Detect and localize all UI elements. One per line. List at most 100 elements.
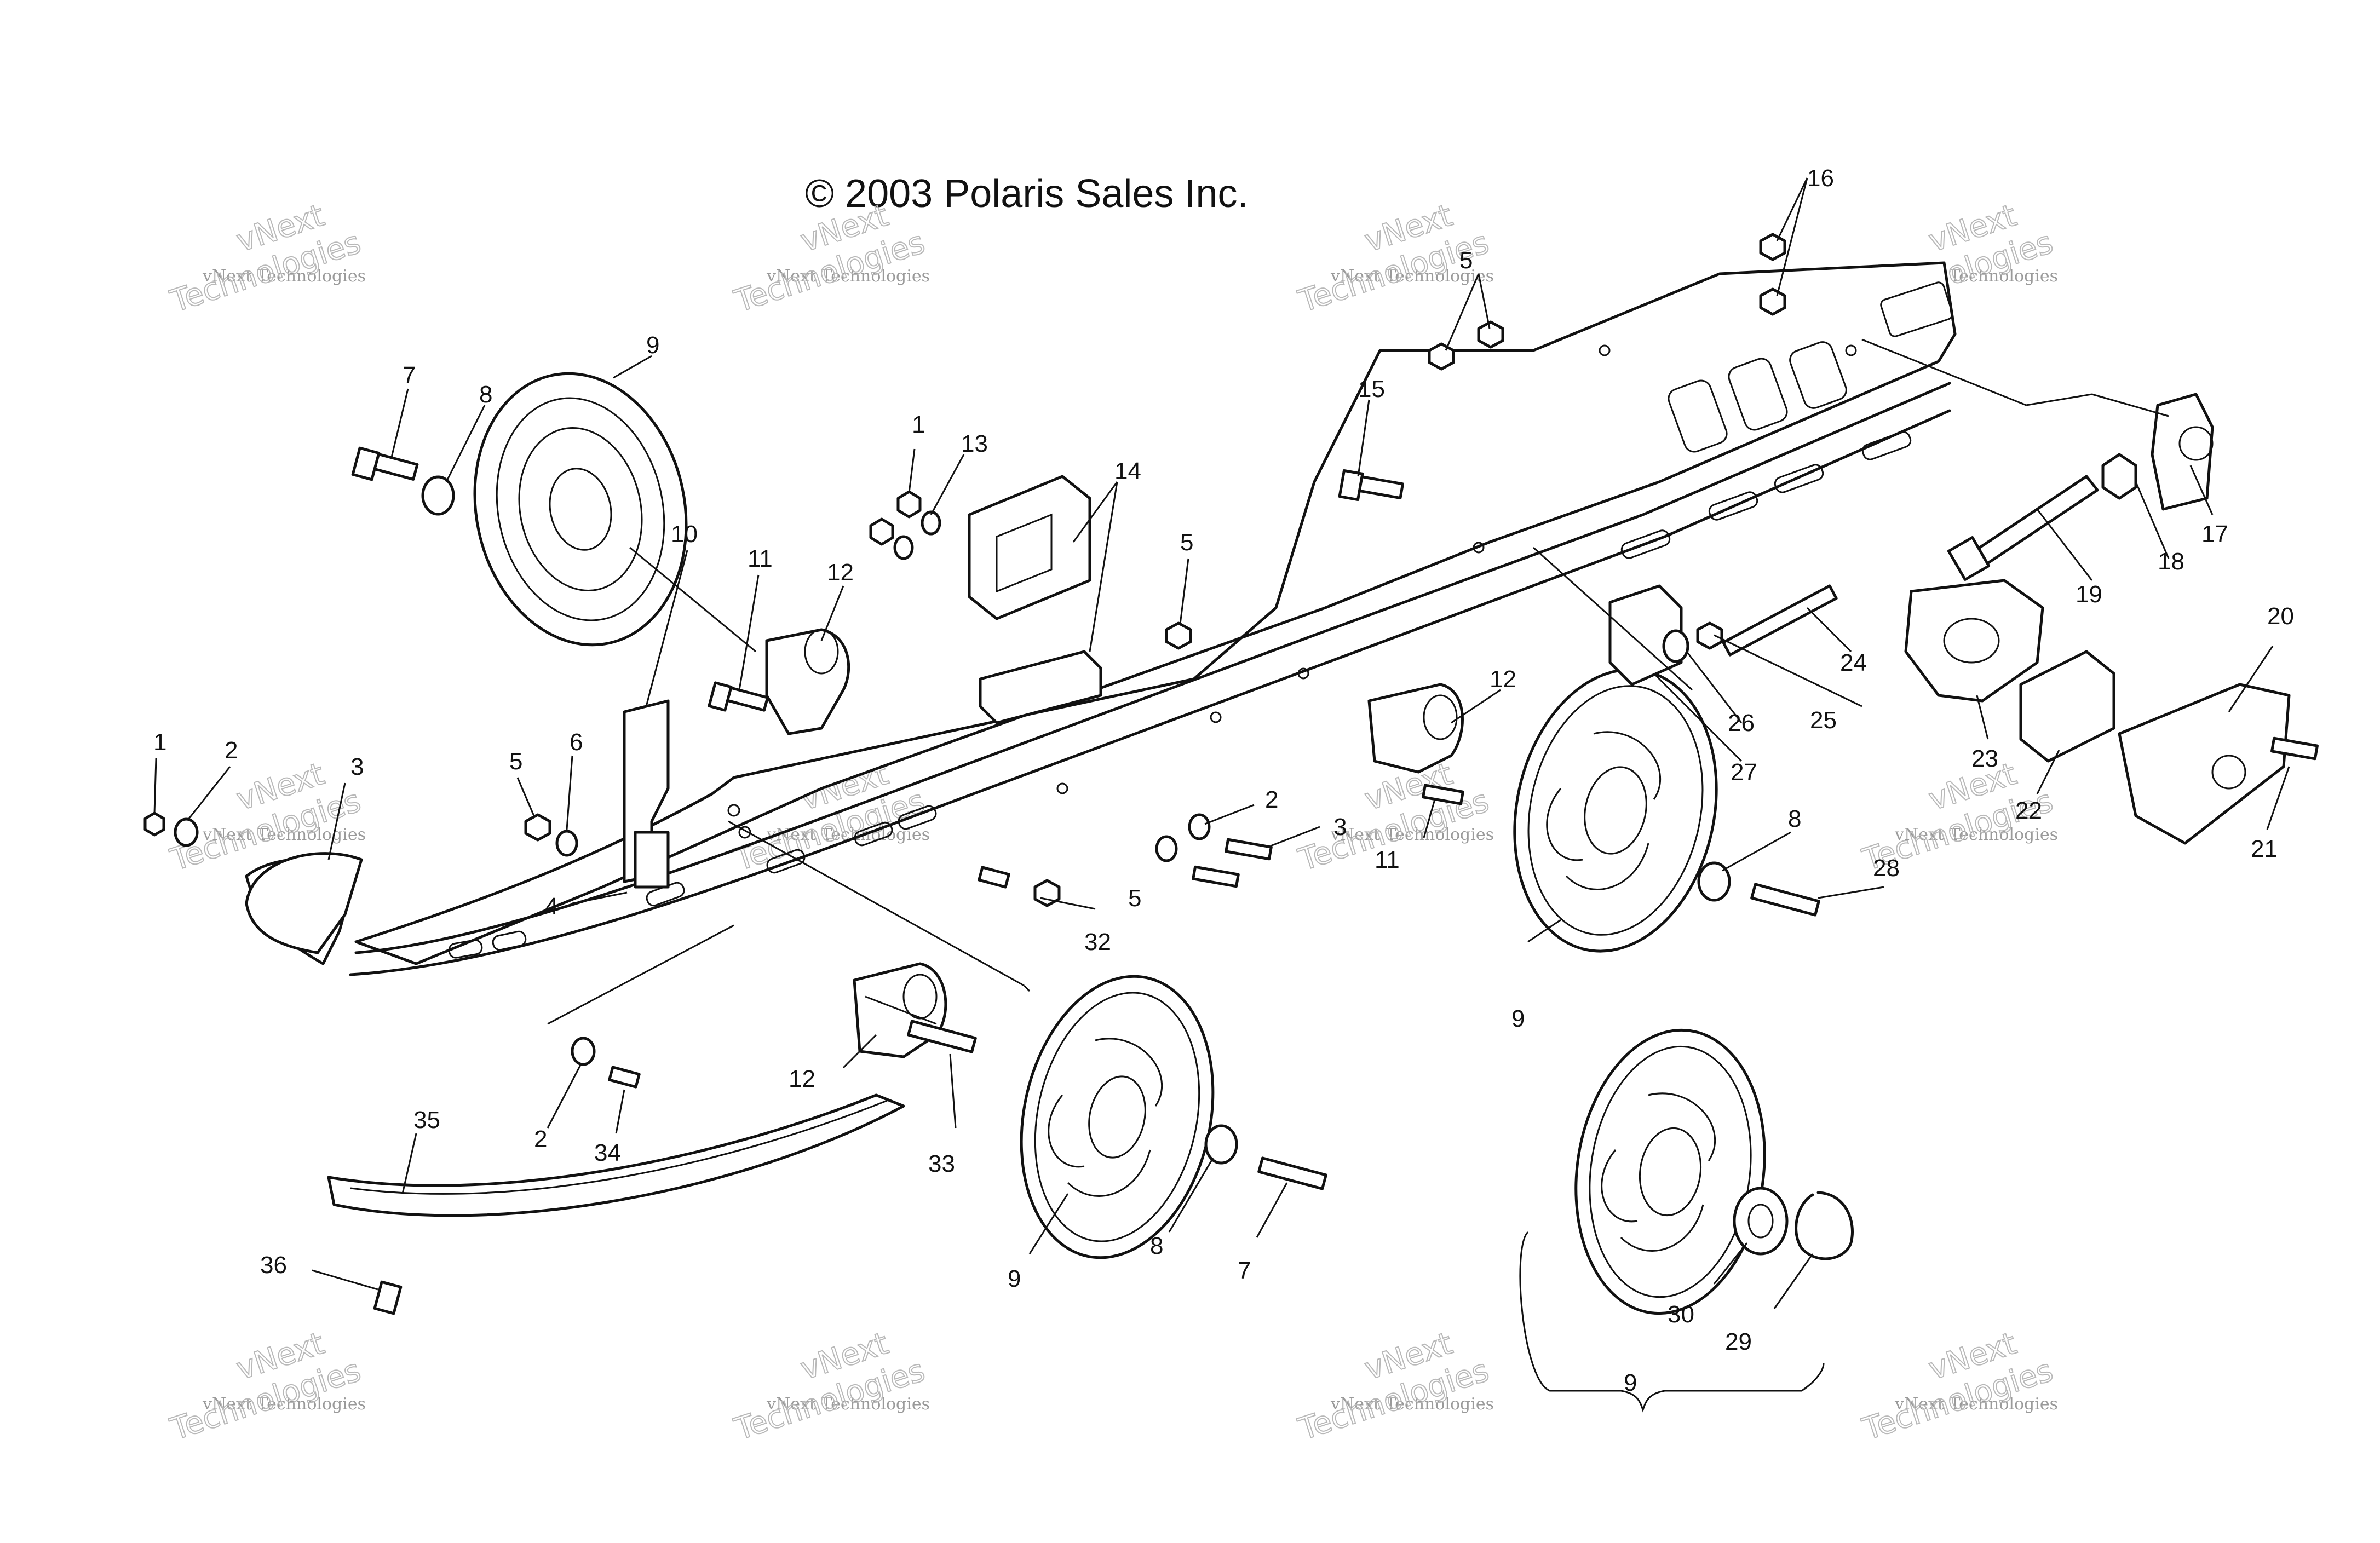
bearing xyxy=(1733,1187,1789,1256)
rivet xyxy=(373,1280,403,1315)
watermark: vNext Technologies vNext Technologies xyxy=(729,197,930,320)
watermark-text: vNext Technologies xyxy=(1330,1395,1494,1414)
watermark-text: vNext Technologies xyxy=(1894,1395,2058,1414)
callout-labels: 16 5 7 8 9 1 13 14 15 10 11 12 5 17 18 1… xyxy=(153,165,2294,1396)
callout-30: 30 xyxy=(1668,1301,1694,1328)
watermark-text: vNext Technologies xyxy=(202,825,366,844)
watermark-text: vNext Technologies xyxy=(1330,825,1494,844)
stop-block-upper xyxy=(968,475,1091,620)
watermark-text: vNext Technologies xyxy=(202,1395,366,1414)
callout-34: 34 xyxy=(594,1139,621,1166)
copyright-text: © 2003 Polaris Sales Inc. xyxy=(805,172,1248,216)
washer xyxy=(921,510,941,536)
callout-2: 2 xyxy=(1265,786,1278,813)
bolt xyxy=(1192,865,1240,888)
callout-28: 28 xyxy=(1873,855,1900,882)
callout-9: 9 xyxy=(1511,1005,1525,1032)
bolt xyxy=(1257,1156,1327,1190)
watermark-text: vNext Technologies xyxy=(766,267,930,286)
bolt xyxy=(1750,883,1820,917)
nut xyxy=(1165,621,1192,650)
wear-strip xyxy=(327,1093,905,1217)
idler-wheel-exploded xyxy=(1574,1028,1766,1315)
rear-nut xyxy=(2101,453,2137,500)
bolt xyxy=(351,446,419,481)
callout-3: 3 xyxy=(1333,814,1347,840)
pivot-arm xyxy=(1904,579,2044,703)
callout-9: 9 xyxy=(1624,1369,1637,1396)
washer xyxy=(1697,861,1731,902)
washer xyxy=(174,817,199,847)
callout-5: 5 xyxy=(1128,885,1141,912)
bolt xyxy=(708,681,769,712)
fasteners xyxy=(143,233,2319,1315)
callout-20: 20 xyxy=(2267,603,2294,630)
nut xyxy=(869,517,894,546)
torque-stop xyxy=(1608,584,1683,686)
nut xyxy=(1759,233,1786,261)
callout-2: 2 xyxy=(225,737,238,764)
watermark: vNext Technologies vNext Technologies xyxy=(165,1325,366,1448)
callout-16: 16 xyxy=(1807,165,1834,192)
callout-8: 8 xyxy=(1788,805,1801,832)
callout-35: 35 xyxy=(413,1107,440,1133)
bolt xyxy=(1422,784,1464,805)
callout-8: 8 xyxy=(479,381,492,408)
front-cap xyxy=(245,852,363,954)
rail-upper-body xyxy=(354,261,1957,965)
callout-25: 25 xyxy=(1810,707,1837,734)
wheel-axle-bracket-top xyxy=(765,628,850,735)
callout-6: 6 xyxy=(570,729,583,756)
callout-7: 7 xyxy=(1238,1257,1251,1284)
rail-windows xyxy=(1668,281,1953,453)
callout-5: 5 xyxy=(509,748,522,775)
bolt xyxy=(1722,584,1838,657)
stop-block-lower xyxy=(979,650,1102,724)
bolt xyxy=(978,866,1010,889)
rail-slots xyxy=(448,431,1912,959)
callout-3: 3 xyxy=(350,753,364,780)
rear-bolt-long xyxy=(1947,475,2099,581)
washer xyxy=(1155,835,1178,862)
watermark: vNext Technologies vNext Technologies xyxy=(165,197,366,320)
idler-wheel-upper-left xyxy=(473,372,688,647)
callout-12: 12 xyxy=(827,559,854,586)
callout-10: 10 xyxy=(671,521,698,548)
callout-4: 4 xyxy=(545,893,558,920)
idler-wheel-right xyxy=(1513,668,1718,953)
nut xyxy=(143,811,165,837)
bolt xyxy=(1338,469,1404,502)
group-bracket xyxy=(1519,1231,1825,1413)
bolt xyxy=(608,1066,641,1089)
washer xyxy=(421,475,455,516)
callout-9: 9 xyxy=(646,332,659,359)
leader-lines xyxy=(153,177,2290,1413)
nut xyxy=(1033,879,1061,907)
callout-21: 21 xyxy=(2251,836,2278,862)
callout-29: 29 xyxy=(1725,1328,1752,1355)
nut xyxy=(1696,621,1723,650)
callout-9: 9 xyxy=(1008,1265,1021,1292)
nut xyxy=(1759,287,1786,316)
washer xyxy=(1662,629,1689,663)
rail-holes xyxy=(727,344,1857,839)
watermark: vNext Technologies vNext Technologies xyxy=(1858,1325,2058,1448)
watermark-text: vNext Technologies xyxy=(1894,825,2058,844)
wheel-axle-bracket-mid xyxy=(1367,683,1464,774)
callout-1: 1 xyxy=(912,411,925,438)
callout-12: 12 xyxy=(789,1066,815,1092)
washer xyxy=(571,1037,596,1066)
end-plate xyxy=(2118,683,2291,845)
nut xyxy=(1428,342,1455,371)
bolt xyxy=(2270,736,2319,761)
callout-7: 7 xyxy=(403,362,416,389)
callout-17: 17 xyxy=(2201,521,2228,548)
rail-lower-flange-2 xyxy=(349,409,1951,976)
watermark-text: vNext Technologies xyxy=(1330,267,1494,286)
front-bracket xyxy=(623,699,670,889)
callout-8: 8 xyxy=(1150,1233,1163,1259)
callout-27: 27 xyxy=(1731,759,1757,786)
callout-22: 22 xyxy=(2015,797,2042,824)
washer xyxy=(555,830,578,857)
